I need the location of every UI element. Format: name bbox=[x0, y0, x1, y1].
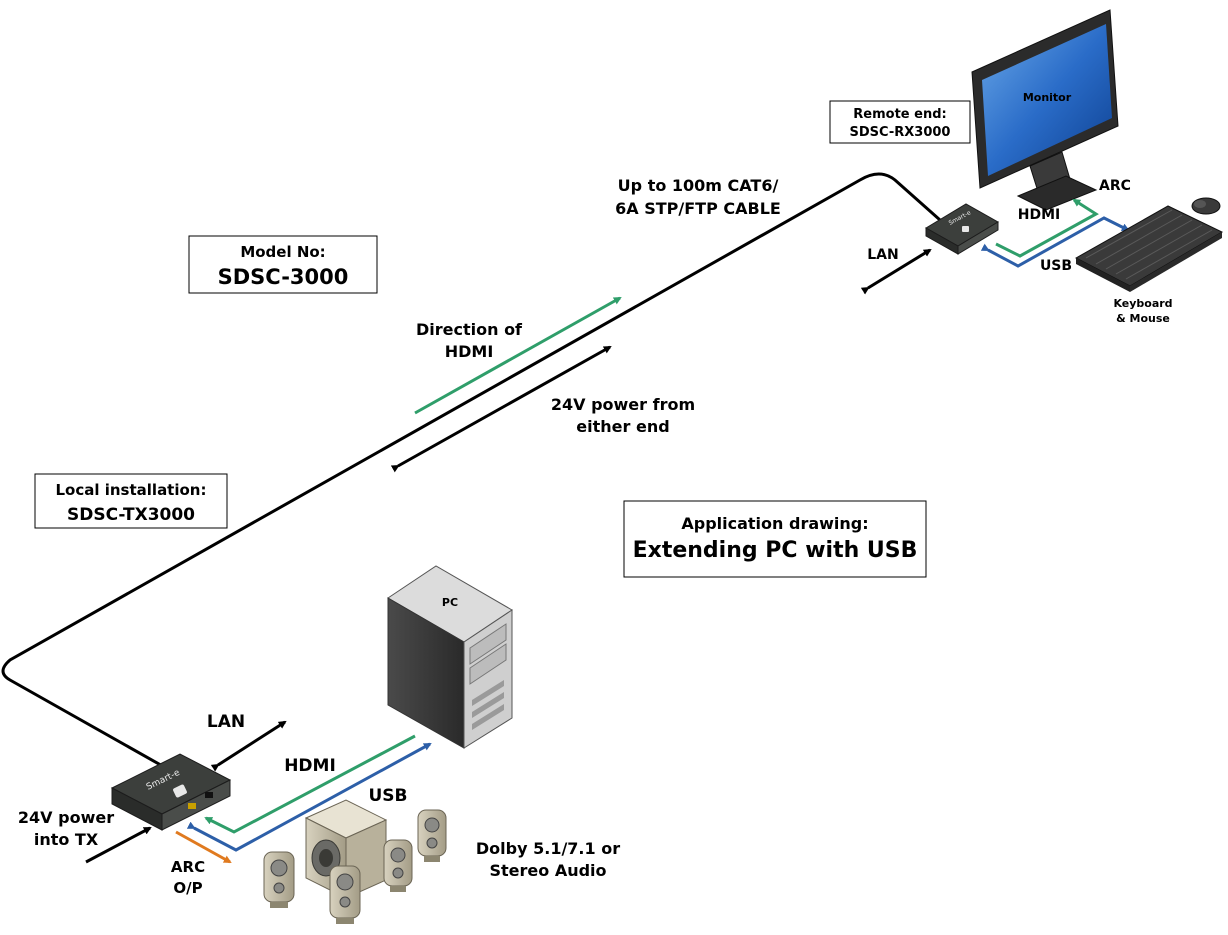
remote-end-label: Remote end: bbox=[853, 107, 946, 122]
pc-label: PC bbox=[442, 596, 458, 609]
local-installation-model: SDSC-TX3000 bbox=[67, 505, 195, 525]
remote-hdmi-label: HDMI bbox=[1018, 207, 1060, 223]
audio-label-line1: Dolby 5.1/7.1 or bbox=[476, 839, 620, 858]
power-bidirectional-arrow bbox=[390, 345, 612, 473]
arc-output-label-line2: O/P bbox=[173, 879, 202, 897]
remote-usb-connection bbox=[980, 216, 1130, 268]
power-into-tx-line1: 24V power bbox=[18, 808, 114, 827]
power-label-line2: either end bbox=[576, 417, 669, 436]
hdmi-direction-label-line2: HDMI bbox=[445, 342, 494, 361]
local-installation-label: Local installation: bbox=[56, 481, 207, 499]
remote-lan-arrow bbox=[860, 248, 932, 295]
remote-usb-label: USB bbox=[1040, 258, 1072, 274]
arc-output-arrow bbox=[175, 830, 232, 864]
remote-end-model: SDSC-RX3000 bbox=[850, 125, 951, 140]
application-drawing-title: Extending PC with USB bbox=[633, 538, 918, 563]
local-usb-label: USB bbox=[368, 786, 407, 806]
local-usb-connection bbox=[186, 742, 432, 852]
keyboard-mouse-label-line1: Keyboard bbox=[1113, 297, 1172, 310]
pc-tower: PC bbox=[387, 565, 513, 749]
model-number: SDSC-3000 bbox=[218, 265, 349, 289]
monitor: Monitor bbox=[971, 9, 1119, 211]
model-label: Model No: bbox=[240, 243, 325, 261]
tx-unit: Smart-e bbox=[110, 753, 232, 831]
tx-port bbox=[205, 792, 213, 798]
model-box: Model No: SDSC-3000 bbox=[188, 235, 378, 294]
application-drawing-label: Application drawing: bbox=[681, 514, 868, 533]
mouse bbox=[1191, 197, 1221, 215]
application-drawing-box: Application drawing: Extending PC with U… bbox=[623, 500, 927, 578]
cable-label-line1: Up to 100m CAT6/ bbox=[618, 176, 779, 195]
remote-end-box: Remote end: SDSC-RX3000 bbox=[829, 100, 971, 144]
rx-unit: Smart-e bbox=[925, 203, 999, 255]
remote-arc-label: ARC bbox=[1099, 178, 1131, 194]
audio-label-line2: Stereo Audio bbox=[489, 861, 606, 880]
arc-output-label-line1: ARC bbox=[171, 858, 205, 876]
hdmi-direction-label-line1: Direction of bbox=[416, 320, 523, 339]
remote-lan-label: LAN bbox=[867, 247, 898, 263]
monitor-label: Monitor bbox=[1023, 91, 1072, 104]
tx-logo-badge bbox=[173, 784, 187, 798]
cable-label-line2: 6A STP/FTP CABLE bbox=[615, 199, 781, 218]
power-into-tx-line2: into TX bbox=[34, 830, 99, 849]
local-hdmi-label: HDMI bbox=[284, 756, 336, 776]
keyboard bbox=[1074, 205, 1224, 292]
power-label-line1: 24V power from bbox=[551, 395, 695, 414]
tx-port bbox=[188, 803, 196, 809]
local-lan-label: LAN bbox=[207, 712, 245, 732]
local-installation-box: Local installation: SDSC-TX3000 bbox=[34, 473, 228, 529]
rx-logo-badge bbox=[962, 226, 969, 232]
power-into-tx-arrow bbox=[85, 826, 152, 864]
speaker-system bbox=[263, 799, 447, 924]
keyboard-mouse-label-line2: & Mouse bbox=[1116, 312, 1170, 325]
